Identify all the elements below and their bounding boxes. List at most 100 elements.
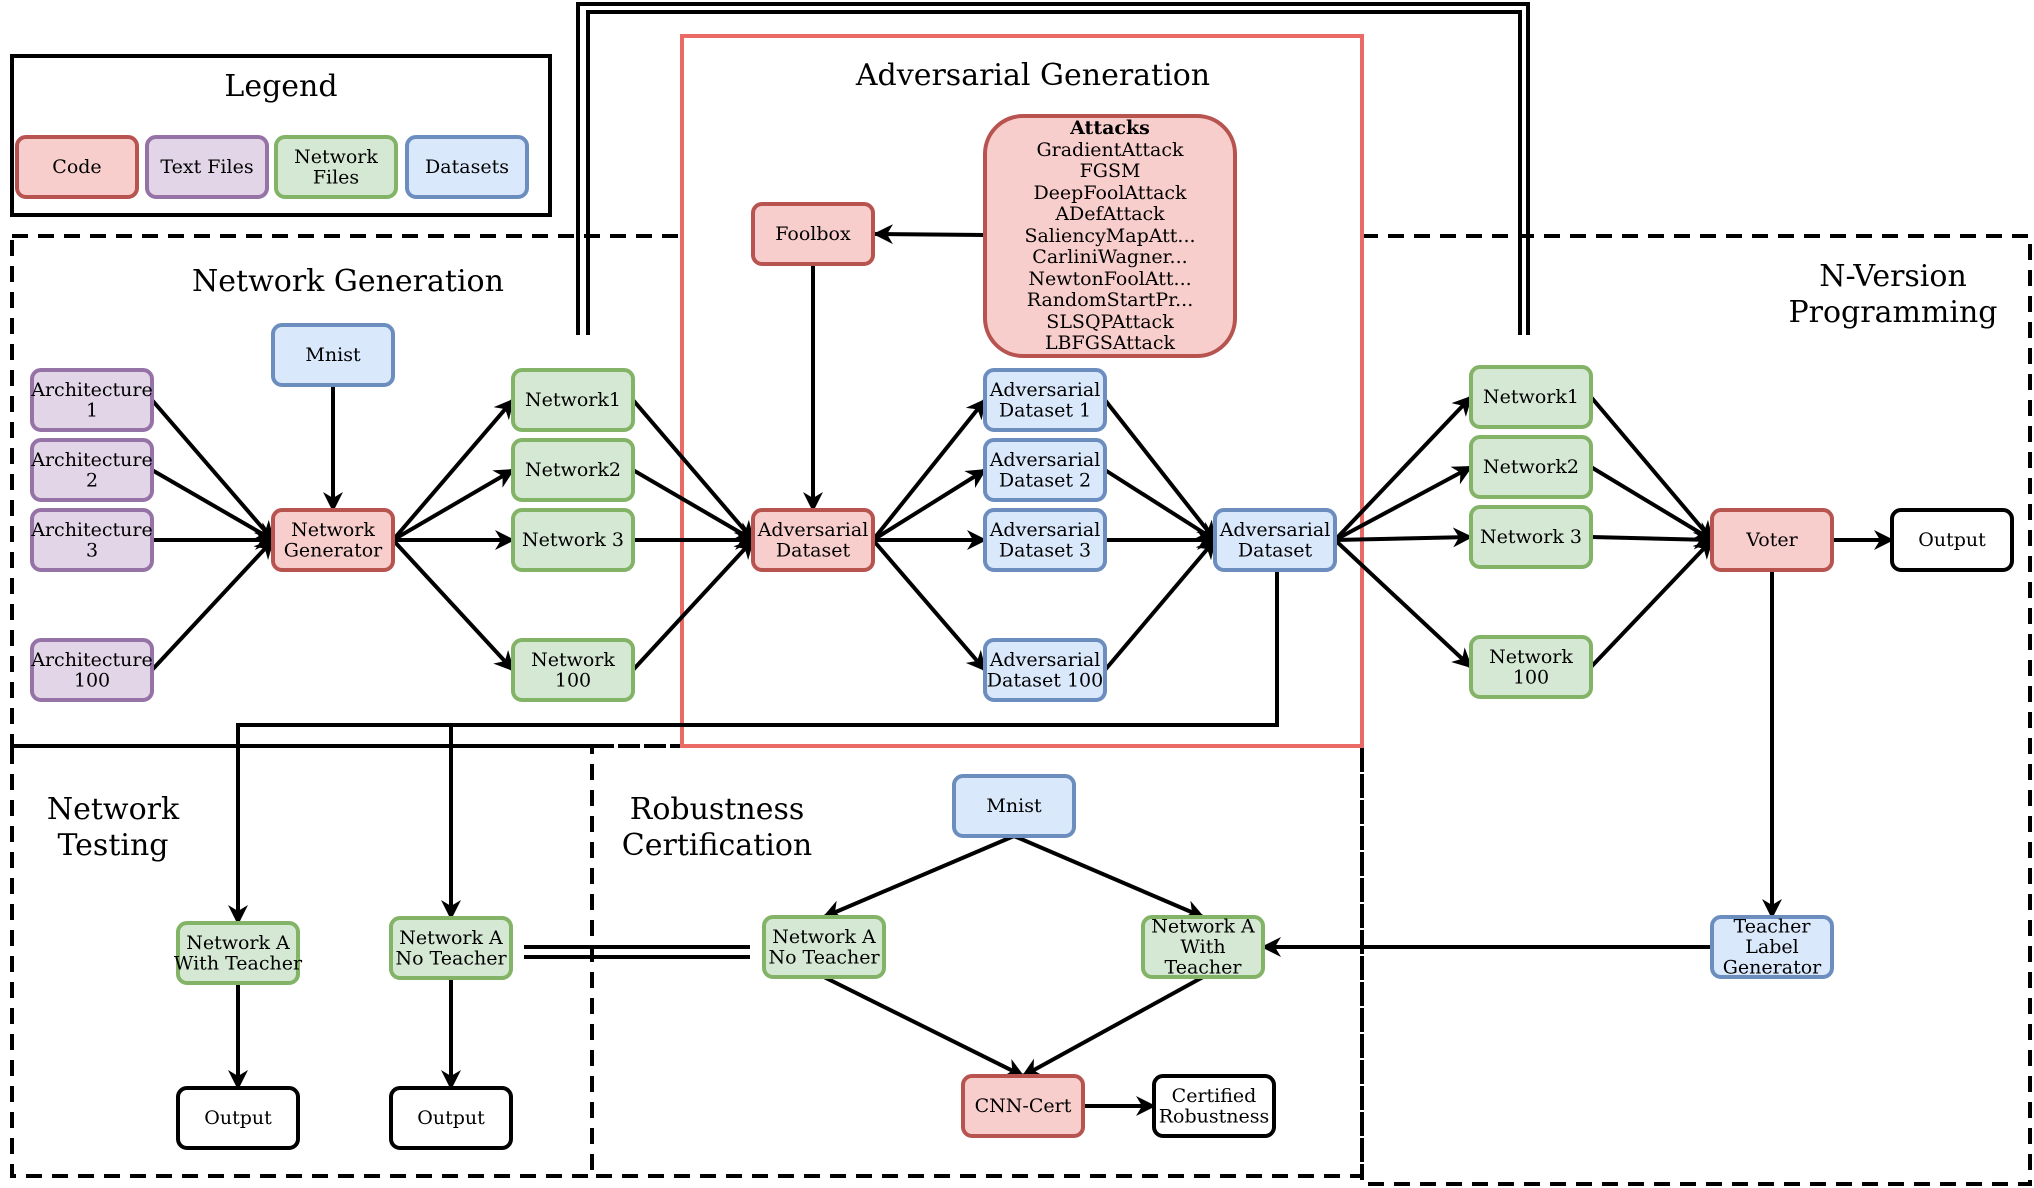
cert-network-with-teacher-label: Network A — [1151, 916, 1255, 938]
arch-100-box — [30, 638, 154, 702]
section-title-robustness-line-2: Certification — [622, 828, 812, 863]
nvp-network-100-label: 100 — [1513, 666, 1549, 688]
foolbox-box — [751, 202, 875, 266]
nvp-network-1-box — [1469, 365, 1593, 429]
adv-dataset-2-box — [983, 438, 1107, 502]
arrow-nvp-network-3-to-voter — [1590, 529, 1714, 550]
test-output-2-label: Output — [417, 1107, 485, 1129]
legend-code-box — [15, 135, 139, 199]
arrow-adversarial-dataset-to-test-network-with-teacher — [228, 570, 1279, 925]
test-network-no-teacher-node: Network ANo Teacher — [389, 916, 513, 980]
gen-network-3-node: Network 3 — [511, 508, 635, 572]
section-title-robustness-line-1: Robustness — [630, 792, 805, 827]
arrow-adversarial-dataset-merged-to-nvp-network-1 — [1333, 395, 1473, 542]
adv-dataset-3-box — [983, 508, 1107, 572]
arch-1-label: Architecture — [30, 379, 152, 401]
adv-dataset-2-label: Dataset 2 — [999, 469, 1091, 491]
arrow-adversarial-dataset-code-to-adv-dataset-1 — [871, 398, 987, 542]
arrow-adversarial-dataset-merged-to-nvp-network-2 — [1334, 465, 1473, 542]
teacher-label-generator-label: Teacher — [1734, 916, 1812, 938]
gen-network-1-label: Network1 — [525, 389, 621, 411]
arch-3-label: Architecture — [30, 519, 152, 541]
cert-network-no-teacher-box — [762, 915, 886, 979]
legend-title: Legend — [224, 69, 337, 104]
test-output-2-box — [389, 1086, 513, 1150]
voter-label: Voter — [1745, 529, 1798, 551]
arrow-adversarial-dataset-merged-to-nvp-network-100 — [1333, 538, 1473, 669]
attacks-box-frame — [983, 114, 1237, 358]
adv-dataset-1-label: Adversarial — [989, 379, 1101, 401]
adversarial-dataset-code-box — [751, 508, 875, 572]
gen-network-100-label: Network — [531, 649, 615, 671]
arrow-adv-dataset-1-to-adversarial-dataset-merged — [1103, 398, 1217, 542]
test-network-with-teacher-label: With Teacher — [174, 952, 303, 974]
arrow-adversarial-dataset-code-to-adv-dataset-100 — [871, 538, 987, 672]
attack-item: FGSM — [1080, 160, 1141, 182]
nvp-output-node: Output — [1890, 508, 2014, 572]
section-title-n-version-line-2: Programming — [1788, 295, 1997, 330]
mnist-cert-box — [952, 774, 1076, 838]
test-output-2-node: Output — [389, 1086, 513, 1150]
arrow-network-generator-to-gen-network-1 — [391, 398, 515, 542]
arch-100-label: Architecture — [30, 649, 152, 671]
adv-dataset-1-box — [983, 368, 1107, 432]
network-generator-label: Network — [291, 519, 375, 541]
arrow-adv-dataset-2-to-adversarial-dataset-merged — [1103, 468, 1217, 542]
attack-item: RandomStartPr... — [1027, 289, 1194, 311]
network-generator-box — [271, 508, 395, 572]
test-output-1-label: Output — [204, 1107, 272, 1129]
legend-network-files-label: Files — [313, 166, 359, 188]
nvp-network-2-node: Network2 — [1469, 435, 1593, 499]
test-output-1-box — [176, 1086, 300, 1150]
arch-1-label: 1 — [86, 399, 98, 421]
gen-network-3-box — [511, 508, 635, 572]
nvp-network-1-label: Network1 — [1483, 386, 1579, 408]
attack-item: LBFGSAttack — [1045, 332, 1176, 354]
arrow-gen-network-100-to-adversarial-dataset-code — [631, 538, 755, 672]
gen-network-2-node: Network2 — [511, 438, 635, 502]
arrows — [150, 224, 1894, 1116]
legend-text-files-label: Text Files — [160, 156, 253, 178]
adversarial-generation-frame — [680, 34, 1364, 748]
nvp-network-3-box — [1469, 505, 1593, 569]
teacher-label-generator-label: Generator — [1723, 957, 1822, 979]
legend-code-label: Code — [52, 156, 101, 178]
nvp-output-box — [1890, 508, 2014, 572]
adversarial-dataset-merged-label: Adversarial — [1219, 519, 1331, 541]
arrow-adversarial-dataset-code-to-adv-dataset-2 — [871, 468, 987, 542]
top-double-line-outer — [576, 2, 1530, 335]
legend-text-files-box — [145, 135, 269, 199]
gen-network-100-label: 100 — [555, 669, 591, 691]
legend-text-files-swatch: Text Files — [145, 135, 269, 199]
adv-dataset-3-label: Dataset 3 — [999, 539, 1091, 561]
arrow-cert-network-no-teacher-to-cnn-cert — [823, 975, 1025, 1078]
arrow-gen-network-1-to-adversarial-dataset-code — [631, 398, 755, 542]
foolbox-node: Foolbox — [751, 202, 875, 266]
gen-network-100-box — [511, 638, 635, 702]
cnn-cert-label: CNN-Cert — [975, 1095, 1072, 1117]
adv-dataset-3-label: Adversarial — [989, 519, 1101, 541]
legend-datasets-box — [405, 135, 529, 199]
mnist-gen-node: Mnist — [271, 323, 395, 387]
arrow-network-generator-to-gen-network-100 — [391, 538, 515, 672]
double-line-connectors — [524, 2, 1530, 959]
arrow-mnist-cert-to-cert-network-with-teacher — [1013, 834, 1205, 920]
mnist-cert-label: Mnist — [986, 795, 1042, 817]
gen-network-2-label: Network2 — [525, 459, 621, 481]
arrow-nvp-network-100-to-voter — [1589, 538, 1714, 669]
attack-item: DeepFoolAttack — [1033, 182, 1187, 204]
arch-3-label: 3 — [86, 539, 98, 561]
cert-network-with-teacher-box — [1141, 915, 1265, 979]
